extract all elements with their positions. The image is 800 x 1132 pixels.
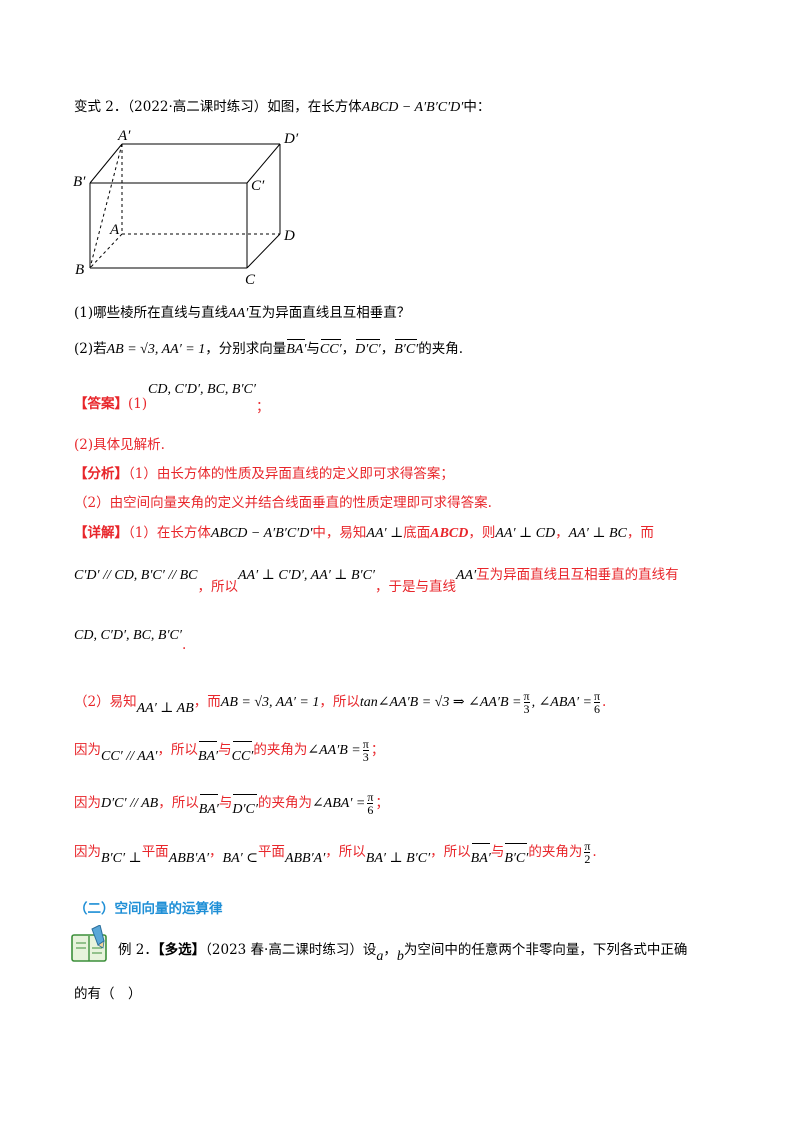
cuboid-figure: A′ D′ B′ C′ A D B C bbox=[73, 128, 299, 288]
vertex-label: A bbox=[109, 222, 120, 238]
answer-part1: 【答案】(1) bbox=[74, 396, 148, 412]
variant-heading: 变式 2．（2022·高二课时练习）如图，在长方体ABCD − A′B′C′D′… bbox=[74, 99, 491, 115]
detail-line7: 因为B′C′ ⊥平面ABB′A′，BA′ ⊂平面ABB′A′，所以BA′ ⊥ B… bbox=[74, 838, 597, 867]
example-2-line2: 的有（ ） bbox=[74, 986, 142, 1002]
answer-part1-end: ； bbox=[256, 399, 270, 415]
answer-part2: (2)具体见解析. bbox=[74, 437, 165, 453]
vertex-label: D bbox=[283, 228, 295, 244]
question-1: (1)哪些棱所在直线与直线AA′互为异面直线且互相垂直？ bbox=[74, 305, 411, 321]
analysis-line2: （2）由空间向量夹角的定义并结合线面垂直的性质定理即可求得答案. bbox=[74, 495, 492, 511]
question-2: (2)若AB = √3, AA′ = 1，分别求向量BA′与CC′，D′C′，B… bbox=[74, 339, 464, 357]
example-2-line1: 例 2．【多选】（2023 春·高二课时练习）设a，b为空间中的任意两个非零向量… bbox=[118, 942, 688, 964]
detail-line2: C′D′ // CD, B′C′ // BC，所以AA′ ⊥ C′D′, AA′… bbox=[74, 567, 679, 595]
detail-line4: （2）易知AA′ ⊥ AB，而AB = √3, AA′ = 1，所以tan∠AA… bbox=[74, 689, 607, 716]
vertex-label: D′ bbox=[283, 131, 299, 147]
vertex-label: B bbox=[75, 262, 84, 278]
vertex-label: C′ bbox=[251, 178, 265, 194]
vertex-label: A′ bbox=[117, 128, 131, 144]
analysis-line1: 【分析】（1）由长方体的性质及异面直线的定义即可求得答案； bbox=[74, 466, 454, 482]
vertex-label: B′ bbox=[73, 174, 86, 190]
detail-line3: CD, C′D′, BC, B′C′. bbox=[74, 628, 187, 653]
section-title: （二）空间向量的运算律 bbox=[74, 901, 223, 917]
vertex-label: C bbox=[245, 272, 256, 288]
detail-line1: 【详解】（1）在长方体ABCD − A′B′C′D′中，易知AA′ ⊥底面ABC… bbox=[74, 525, 654, 541]
book-pencil-icon bbox=[71, 925, 107, 962]
answer-part1-math: CD, C′D′, BC, B′C′ bbox=[148, 382, 256, 397]
